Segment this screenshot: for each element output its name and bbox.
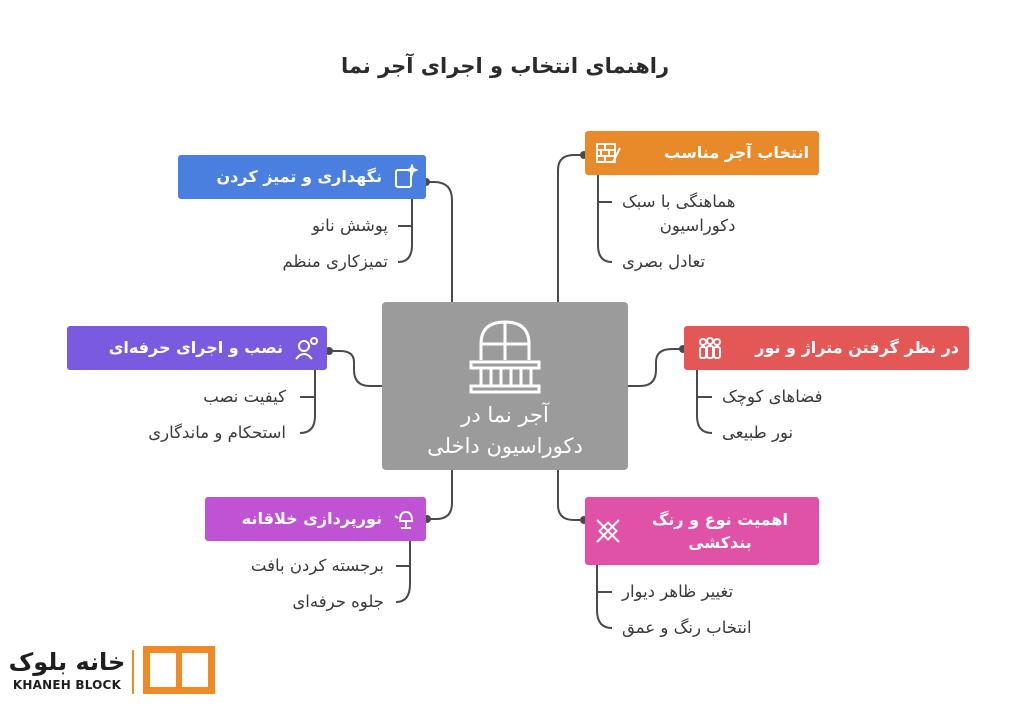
page-title: راهنمای انتخاب و اجرای آجر نما	[340, 54, 670, 78]
sub-item: تمیزکاری منظم	[282, 252, 388, 271]
sub-item: تعادل بصری	[622, 252, 706, 271]
logo-name-en: KHANEH BLOCK	[12, 678, 122, 692]
branch-brick-selection: انتخاب آجر مناسب	[585, 131, 819, 175]
logo-name-fa: خانه بلوک	[8, 648, 126, 676]
branch-label: نورپردازی خلاقانه	[241, 509, 382, 528]
branch-maintenance: نگهداری و تمیز کردن	[178, 155, 426, 199]
logo-divider	[132, 650, 134, 694]
branch-area-light: در نظر گرفتن متراژ و نور	[684, 326, 969, 370]
branch-label: انتخاب آجر مناسب	[664, 143, 809, 162]
brick-icon	[596, 143, 621, 163]
people-icon	[699, 337, 721, 359]
lamp-icon	[394, 510, 414, 529]
sub-item: کیفیت نصب	[203, 387, 286, 406]
sub-item: فضاهای کوچک	[722, 387, 823, 406]
branch-label: نصب و اجرای حرفه‌ای	[108, 338, 283, 357]
branch-installation: نصب و اجرای حرفه‌ای	[67, 326, 327, 370]
branch-grout: اهمیت نوع و رنگ بندکشی	[585, 497, 819, 565]
worker-icon	[295, 337, 318, 360]
window-balcony-icon	[469, 320, 541, 394]
center-title: آجر نما در دکوراسیون داخلی	[427, 403, 583, 458]
sub-item: پوشش نانو	[312, 216, 388, 235]
logo-mark-icon	[143, 646, 215, 694]
center-node: آجر نما در دکوراسیون داخلی	[382, 302, 628, 470]
grout-icon	[596, 519, 620, 543]
logo-text: خانه بلوک KHANEH BLOCK	[8, 648, 126, 692]
branch-label: در نظر گرفتن متراژ و نور	[755, 338, 959, 357]
sub-item: نور طبیعی	[722, 423, 794, 442]
sub-item: برجسته کردن بافت	[250, 556, 384, 575]
sparkle-icon	[395, 164, 418, 188]
sub-item: هماهنگی با سبک دکوراسیون	[622, 192, 736, 235]
branch-label: نگهداری و تمیز کردن	[216, 167, 382, 186]
sub-item: جلوه حرفه‌ای	[292, 592, 384, 611]
sub-item: تغییر ظاهر دیوار	[622, 582, 734, 601]
sub-item: انتخاب رنگ و عمق	[622, 618, 752, 637]
branch-label: اهمیت نوع و رنگ بندکشی	[652, 510, 788, 552]
branch-lighting: نورپردازی خلاقانه	[205, 497, 426, 541]
sub-item: استحکام و ماندگاری	[148, 423, 286, 442]
